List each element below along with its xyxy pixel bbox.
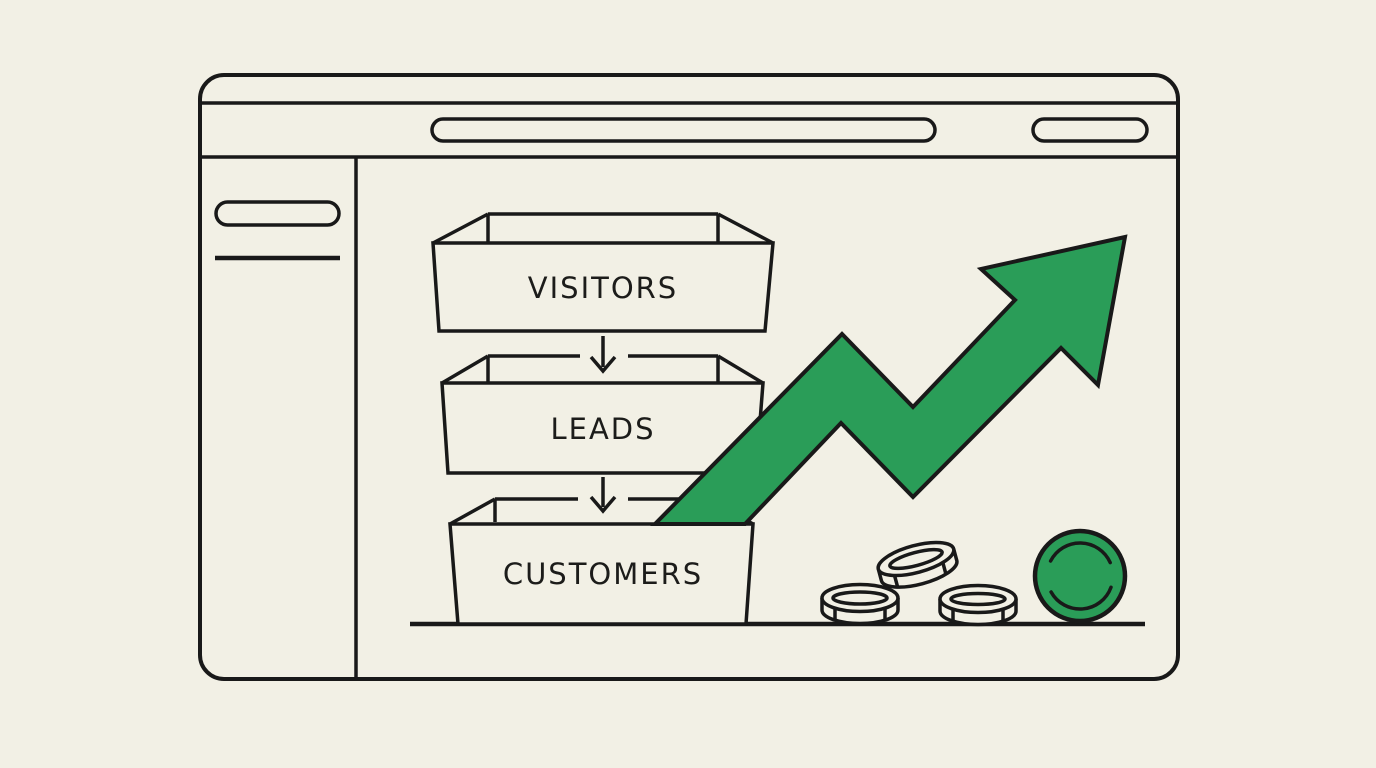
customers-box-front	[448, 522, 755, 626]
green-coin-icon	[1032, 528, 1128, 624]
sidebar-item	[214, 200, 341, 227]
green-coin-inner-arc-top	[1048, 541, 1112, 565]
coin-left-inner-ring	[831, 590, 889, 606]
visitors-box-rim	[432, 212, 774, 245]
flow-arrow-down-2	[589, 477, 617, 514]
visitors-label: VISITORS	[528, 271, 678, 305]
coin-tilted-icon	[876, 540, 959, 589]
funnel-stage-leads: LEADS	[440, 354, 765, 475]
toolbar-button	[1031, 117, 1149, 143]
coin-right-ticks	[951, 609, 1005, 622]
coin-right-top	[938, 583, 1018, 615]
coin-tilted-ticks	[892, 562, 948, 588]
browser-window	[198, 73, 1180, 681]
sidebar	[214, 157, 358, 679]
coin-left-ticks	[833, 608, 887, 621]
visitors-box-front	[431, 241, 775, 333]
flow-arrow-down-1	[589, 336, 617, 374]
growth-arrow-icon	[650, 234, 1128, 526]
leads-box-rim	[441, 354, 764, 385]
coin-left-top	[820, 582, 900, 614]
leads-label: LEADS	[550, 412, 655, 446]
coins-group	[820, 528, 1128, 627]
coin-tilted-inner-ring	[888, 547, 944, 571]
coin-left-icon	[820, 582, 900, 626]
flow-arrow-2-head	[589, 495, 617, 514]
browser-window-frame	[198, 73, 1180, 681]
coin-right-inner-ring	[949, 591, 1007, 607]
green-coin-inner-arc-bottom	[1049, 585, 1113, 611]
funnel-stage-customers: CUSTOMERS	[448, 497, 755, 626]
funnel-diagram: VISITORS LEADS CUSTOMERS	[431, 212, 775, 626]
flow-arrow-1-head	[589, 355, 617, 374]
coin-right-icon	[938, 583, 1018, 627]
customers-label: CUSTOMERS	[503, 557, 703, 591]
funnel-stage-visitors: VISITORS	[431, 212, 775, 333]
url-bar	[430, 117, 937, 143]
